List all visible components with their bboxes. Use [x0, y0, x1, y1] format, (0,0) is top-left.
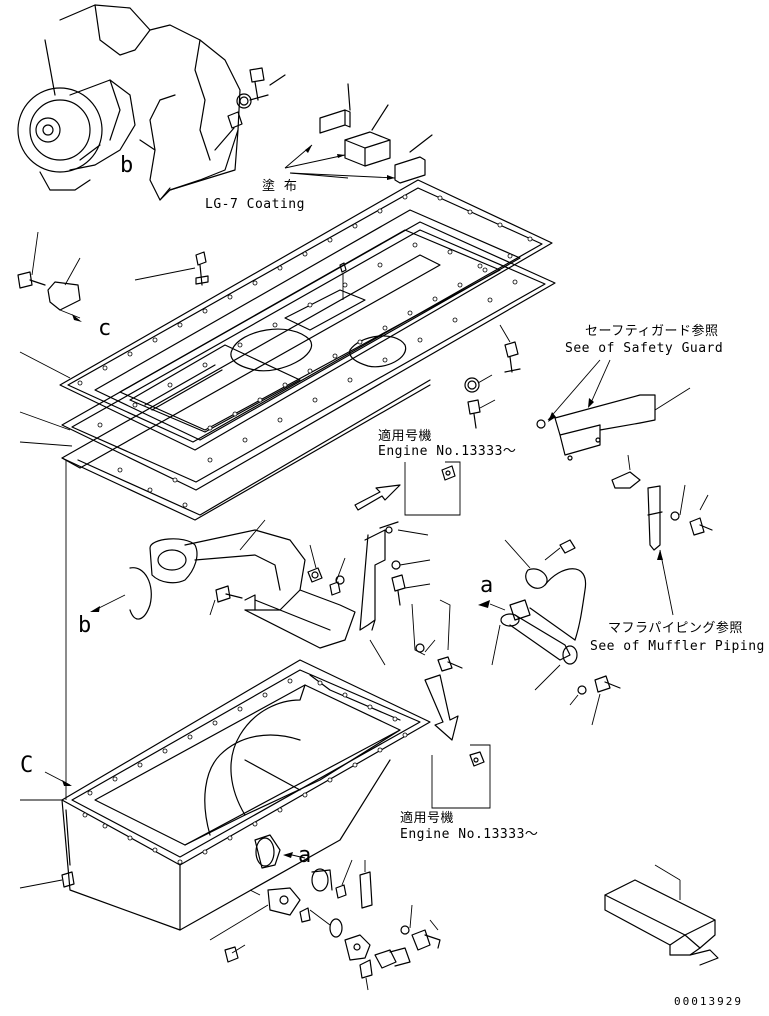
engine-no-box-2: 適用号機 Engine No.13333～ — [400, 744, 538, 842]
downward-arrow — [424, 674, 459, 741]
left-leaders: C b — [19, 460, 152, 889]
bottom-fasteners: a — [209, 834, 441, 991]
engine-no-jp-1: 適用号機 — [378, 428, 432, 444]
callout-a-right: a — [480, 573, 493, 598]
engine-no-box-1: 適用号機 Engine No.13333～ — [354, 428, 516, 516]
callout-a-bottom: a — [298, 843, 311, 868]
plate-bolt-holes — [77, 194, 533, 508]
spacer-blocks — [319, 83, 433, 184]
safety-guard-annotation: セーフティガード参照 See of Safety Guard — [536, 323, 723, 489]
coating-leaders: 塗 布 LG-7 Coating — [205, 144, 396, 212]
sensor-cable-assembly: a — [478, 539, 621, 726]
engine-no-jp-2: 適用号機 — [400, 810, 454, 826]
gasket — [61, 221, 556, 491]
safety-guard-label-en: See of Safety Guard — [565, 341, 723, 356]
oil-pan — [61, 659, 431, 931]
engine-block-illustration: b — [17, 4, 241, 201]
safety-guard-label-jp: セーフティガード参照 — [585, 323, 718, 339]
coating-label-en: LG-7 Coating — [205, 197, 305, 212]
callout-c-left: c — [98, 316, 111, 341]
center-fasteners — [307, 521, 463, 672]
drawing-number: 00013929 — [674, 995, 743, 1008]
dipstick-tube — [604, 864, 719, 966]
top-cover-plate — [59, 179, 553, 451]
muffler-bracket: マフラパイピング参照 See of Muffler Piping — [590, 484, 765, 654]
callout-b-top: b — [120, 153, 133, 178]
plate-bolts: c — [17, 231, 347, 447]
engine-no-en-1: Engine No.13333～ — [378, 444, 516, 459]
engine-no-en-2: Engine No.13333～ — [400, 827, 538, 842]
intake-elbow-pipe — [149, 519, 356, 649]
muffler-label-en: See of Muffler Piping — [590, 639, 765, 654]
plate-right-fasteners — [464, 324, 521, 429]
engine-mount-bolts — [214, 67, 286, 151]
muffler-label-jp: マフラパイピング参照 — [608, 620, 743, 636]
gasket-lower — [61, 254, 441, 521]
callout-c-lower: C — [20, 753, 33, 778]
coating-label-jp: 塗 布 — [262, 178, 297, 194]
callout-b-left: b — [78, 613, 91, 638]
